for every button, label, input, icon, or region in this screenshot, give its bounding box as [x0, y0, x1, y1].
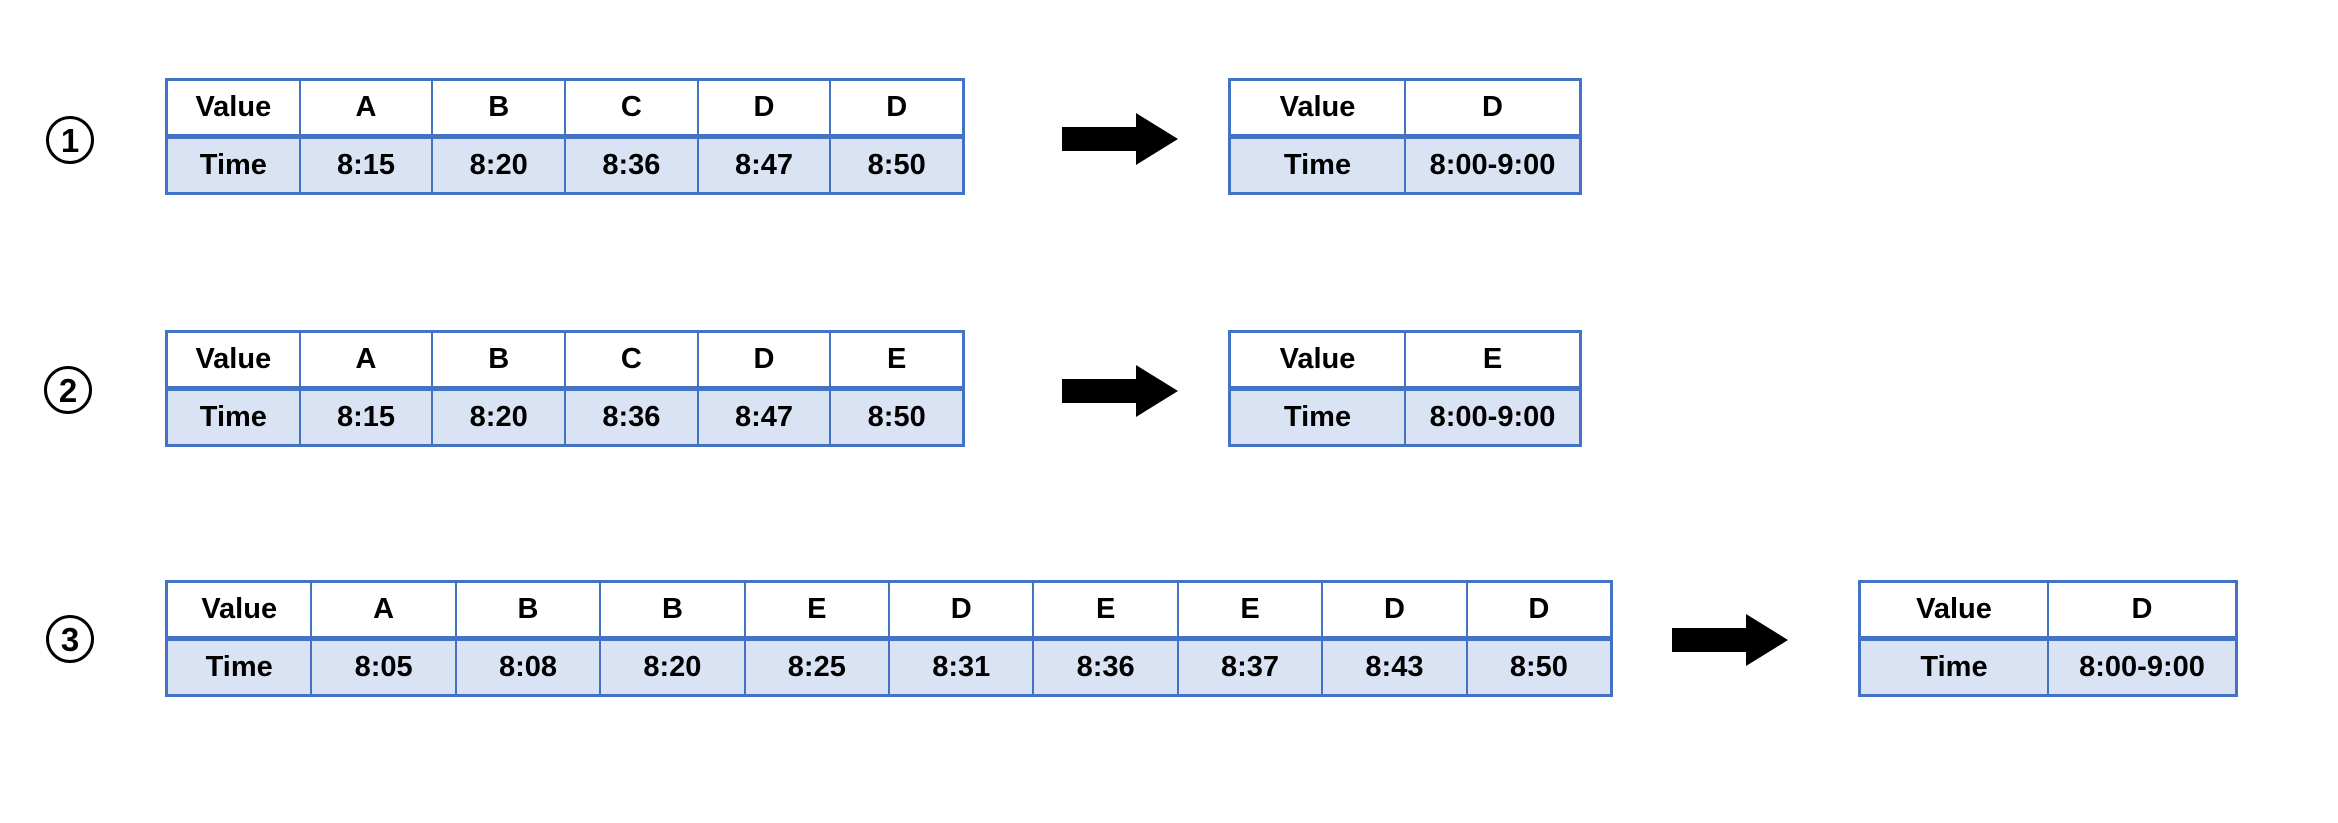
data-cell: E	[1178, 583, 1324, 636]
data-cell: 8:31	[890, 641, 1035, 694]
row-header-cell: Time	[168, 391, 301, 444]
data-cell: A	[312, 583, 457, 636]
data-cell: 8:43	[1323, 641, 1468, 694]
right-arrow-icon	[1672, 611, 1790, 669]
circled-number-1: 1	[46, 116, 94, 164]
data-cell: 8:25	[745, 641, 891, 694]
data-cell: 8:15	[300, 139, 434, 192]
data-cell: D	[1467, 583, 1611, 636]
data-cell: D	[2049, 583, 2235, 636]
row-header-cell: Value	[1231, 81, 1406, 134]
data-cell: A	[300, 81, 434, 134]
data-cell: 8:20	[433, 391, 567, 444]
data-cell: 8:36	[1034, 641, 1179, 694]
data-cell: B	[433, 333, 567, 386]
data-cell: 8:20	[601, 641, 746, 694]
data-cell: 8:36	[566, 139, 699, 192]
data-cell: 8:00-9:00	[1406, 391, 1579, 444]
data-cell: 8:50	[831, 139, 963, 192]
data-cell: D	[831, 81, 963, 134]
data-cell: 8:20	[433, 139, 567, 192]
circled-number-1-label: 1	[60, 121, 80, 159]
right-arrow-icon	[1062, 110, 1180, 168]
row-header-cell: Value	[168, 81, 301, 134]
data-cell: 8:08	[456, 641, 602, 694]
data-cell: D	[1323, 583, 1468, 636]
data-cell: D	[698, 333, 832, 386]
data-cell: 8:50	[831, 391, 963, 444]
data-cell: 8:47	[698, 139, 832, 192]
data-cell: E	[745, 583, 891, 636]
circled-number-3-label: 3	[60, 620, 80, 658]
row-header-cell: Value	[168, 583, 313, 636]
data-cell: 8:37	[1178, 641, 1324, 694]
data-cell: 8:05	[312, 641, 457, 694]
data-cell: 8:15	[300, 391, 434, 444]
data-cell: E	[1034, 583, 1179, 636]
data-cell: 8:36	[566, 391, 699, 444]
row-header-cell: Time	[168, 641, 313, 694]
circled-number-3: 3	[46, 615, 94, 663]
data-cell: A	[300, 333, 434, 386]
data-cell: B	[456, 583, 602, 636]
data-cell: 8:00-9:00	[2049, 641, 2235, 694]
circled-number-2: 2	[44, 366, 92, 414]
data-cell: C	[566, 81, 699, 134]
data-cell: 8:00-9:00	[1406, 139, 1579, 192]
row-header-cell: Time	[1231, 391, 1406, 444]
data-cell: E	[831, 333, 963, 386]
data-cell: B	[433, 81, 567, 134]
row-header-cell: Time	[1861, 641, 2049, 694]
data-cell: B	[601, 583, 746, 636]
circled-number-2-label: 2	[58, 371, 78, 409]
data-cell: D	[1406, 81, 1579, 134]
data-cell: E	[1406, 333, 1579, 386]
data-cell: C	[566, 333, 699, 386]
data-cell: 8:50	[1467, 641, 1611, 694]
row-header-cell: Time	[168, 139, 301, 192]
data-cell: D	[698, 81, 832, 134]
row-header-cell: Value	[1231, 333, 1406, 386]
right-arrow-icon	[1062, 362, 1180, 420]
row-header-cell: Time	[1231, 139, 1406, 192]
row-header-cell: Value	[168, 333, 301, 386]
row-header-cell: Value	[1861, 583, 2049, 636]
data-cell: D	[890, 583, 1035, 636]
data-cell: 8:47	[698, 391, 832, 444]
